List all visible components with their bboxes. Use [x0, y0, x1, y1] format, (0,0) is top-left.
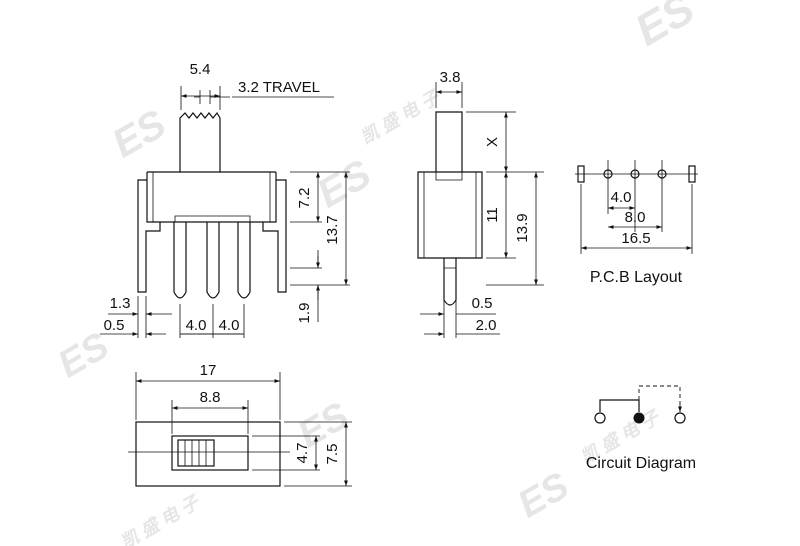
pcb-layout-title: P.C.B Layout	[590, 269, 683, 286]
dim-pin-thickness: 0.5	[472, 295, 493, 312]
dim-extension	[580, 184, 693, 254]
circuit-diagram-title: Circuit Diagram	[586, 455, 696, 472]
dim-travel: 3.2 TRAVEL	[238, 79, 320, 96]
dim-slot-width: 4.7	[294, 443, 311, 464]
dim-pin-width: 1.3	[110, 295, 131, 312]
pin	[443, 258, 457, 306]
pin-detail	[443, 258, 456, 269]
dim-slot-length: 8.8	[200, 389, 221, 406]
actuator-outline	[179, 111, 221, 172]
watermark-logo: ES	[627, 0, 702, 56]
dim-extension	[435, 82, 463, 108]
circuit-terminal-open	[674, 412, 686, 424]
dim-extension	[443, 288, 457, 338]
pin-right	[237, 222, 251, 299]
body-detail	[152, 172, 271, 222]
circuit-terminal-common	[633, 412, 645, 424]
dim-extension	[466, 111, 544, 286]
end-view: 3.8 X 11 13.9 0.5 2.0	[417, 69, 544, 338]
pcb-layout: 4.0 8.0 16.5 P.C.B Layout	[575, 160, 698, 286]
dim-extension	[135, 372, 281, 434]
dim-pin-pitch-1: 4.0	[186, 317, 207, 334]
pcb-slot-right	[688, 165, 696, 183]
dim-body-height: 11	[484, 207, 501, 223]
dim-extension	[180, 86, 221, 110]
body-detail	[423, 172, 477, 258]
pcb-slot-left	[577, 165, 585, 183]
watermark-logo: ES	[105, 102, 173, 167]
switch-body	[146, 171, 277, 223]
dim-overall-height: 13.9	[514, 213, 531, 242]
pcb-hole-crosshair	[607, 160, 663, 188]
dim-pin-thickness: 0.5	[104, 317, 125, 334]
right-leg	[262, 179, 287, 293]
dim-extension	[290, 171, 350, 286]
circuit-terminal-open	[594, 412, 606, 424]
dim-actuator-height: X	[484, 137, 501, 147]
dim-pin-length: 1.9	[296, 303, 313, 324]
switch-body	[417, 171, 483, 259]
watermark-logo: ES	[511, 465, 576, 527]
dim-overall-height: 13.7	[324, 215, 341, 244]
circuit-solid-link	[599, 399, 640, 412]
dim-length: 17	[200, 362, 217, 379]
dim-pin-offset: 2.0	[476, 317, 497, 334]
left-leg	[137, 179, 161, 293]
dim-pcb-pitch-1: 4.0	[611, 189, 632, 206]
slot-outline	[171, 435, 249, 471]
circuit-arrow	[599, 404, 680, 412]
watermark-cjk: 凯 盛 电 子	[357, 86, 444, 148]
dim-body-height: 7.2	[296, 188, 313, 209]
top-body	[135, 421, 281, 487]
top-view: 17 8.8 4.7 7.5	[128, 362, 352, 487]
circuit-diagram: Circuit Diagram	[586, 385, 696, 472]
pin-middle	[206, 222, 220, 299]
actuator-outline	[435, 111, 463, 172]
actuator-knob	[177, 439, 215, 467]
circuit-dashed-link	[638, 385, 681, 412]
watermark-cjk: 凯 盛 电 子	[117, 491, 204, 546]
dim-extension	[199, 90, 211, 104]
pin-left	[173, 222, 187, 299]
dim-body-width: 7.5	[324, 444, 341, 465]
side-view: 5.4 3.2 TRAVEL 7.2 13.7 1.9 1.3 0.5 4.0 …	[100, 61, 350, 338]
dim-pin-pitch-2: 4.0	[219, 317, 240, 334]
dim-pcb-pitch-2: 8.0	[625, 209, 646, 226]
dim-extension	[137, 296, 245, 338]
knob-ribs	[184, 440, 207, 466]
dim-actuator-width: 3.8	[440, 69, 461, 86]
dim-pcb-span: 16.5	[621, 230, 650, 247]
dim-extension	[252, 421, 352, 487]
dim-actuator-width: 5.4	[190, 61, 211, 78]
watermark-logo: ES	[310, 152, 378, 217]
